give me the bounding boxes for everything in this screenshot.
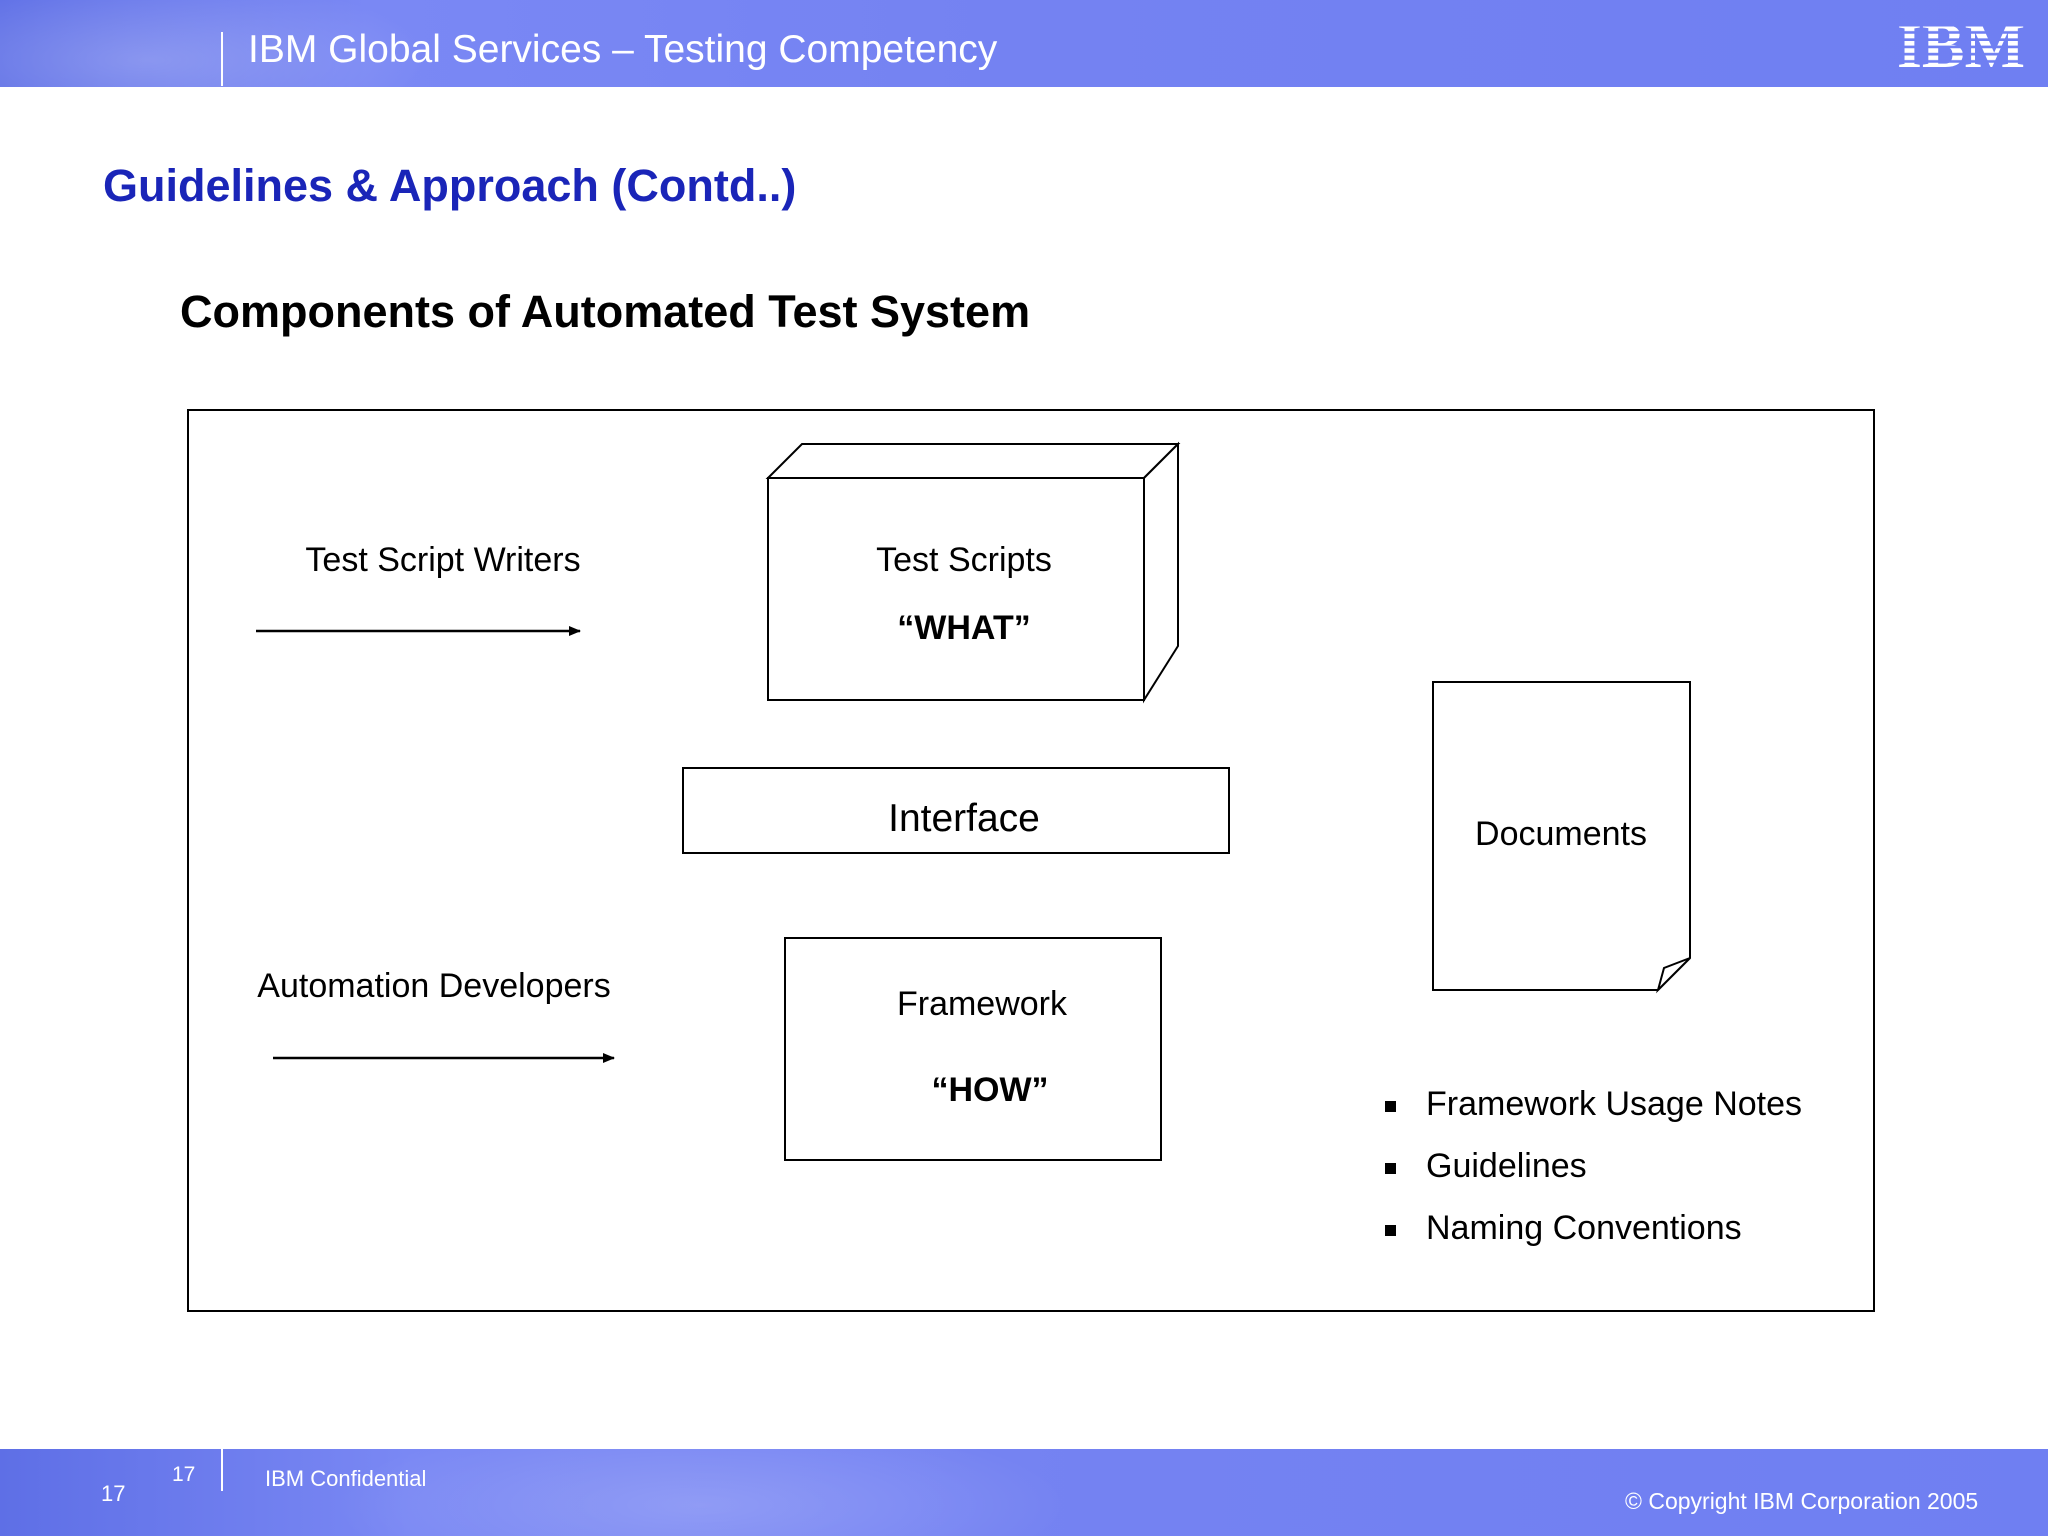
bullet-icon [1385, 1163, 1396, 1174]
ibm-logo: IBM [1897, 12, 2025, 70]
slide-title: Guidelines & Approach (Contd..) [103, 160, 797, 211]
page-number-small: 17 [172, 1463, 196, 1486]
test-scripts-tag: “WHAT” [897, 609, 1031, 647]
footer-swoosh [300, 1449, 1100, 1536]
ibm-logo-text: IBM [1897, 12, 2025, 70]
bullet-icon [1385, 1225, 1396, 1236]
list-item-text: Naming Conventions [1426, 1209, 1742, 1247]
header-title: IBM Global Services – Testing Competency [248, 28, 998, 71]
interface-box [682, 767, 1230, 854]
documents-label: Documents [1475, 815, 1647, 853]
writers-label: Test Script Writers [305, 541, 581, 579]
header-swoosh [0, 0, 460, 87]
footer-separator [221, 1449, 223, 1491]
footer-bar: 17 17 IBM Confidential © Copyright IBM C… [0, 1449, 2048, 1536]
interface-label: Interface [888, 797, 1040, 840]
list-item-text: Guidelines [1426, 1147, 1587, 1185]
list-item-text: Framework Usage Notes [1426, 1085, 1803, 1123]
diagram-frame [187, 409, 1875, 1312]
developers-label: Automation Developers [257, 967, 611, 1005]
copyright-text: © Copyright IBM Corporation 2005 [1625, 1488, 1979, 1514]
framework-box [784, 937, 1162, 1161]
documents-page [1432, 681, 1691, 994]
header-bar: IBM Global Services – Testing Competency… [0, 0, 2048, 87]
test-scripts-box [765, 441, 1181, 704]
confidential-label: IBM Confidential [265, 1466, 427, 1491]
header-separator [221, 32, 223, 86]
bullet-icon [1385, 1101, 1396, 1112]
slide-subtitle: Components of Automated Test System [180, 286, 1031, 337]
test-scripts-label: Test Scripts [876, 541, 1052, 579]
page-number: 17 [101, 1481, 126, 1506]
framework-tag: “HOW” [931, 1071, 1049, 1109]
framework-label: Framework [896, 985, 1068, 1023]
